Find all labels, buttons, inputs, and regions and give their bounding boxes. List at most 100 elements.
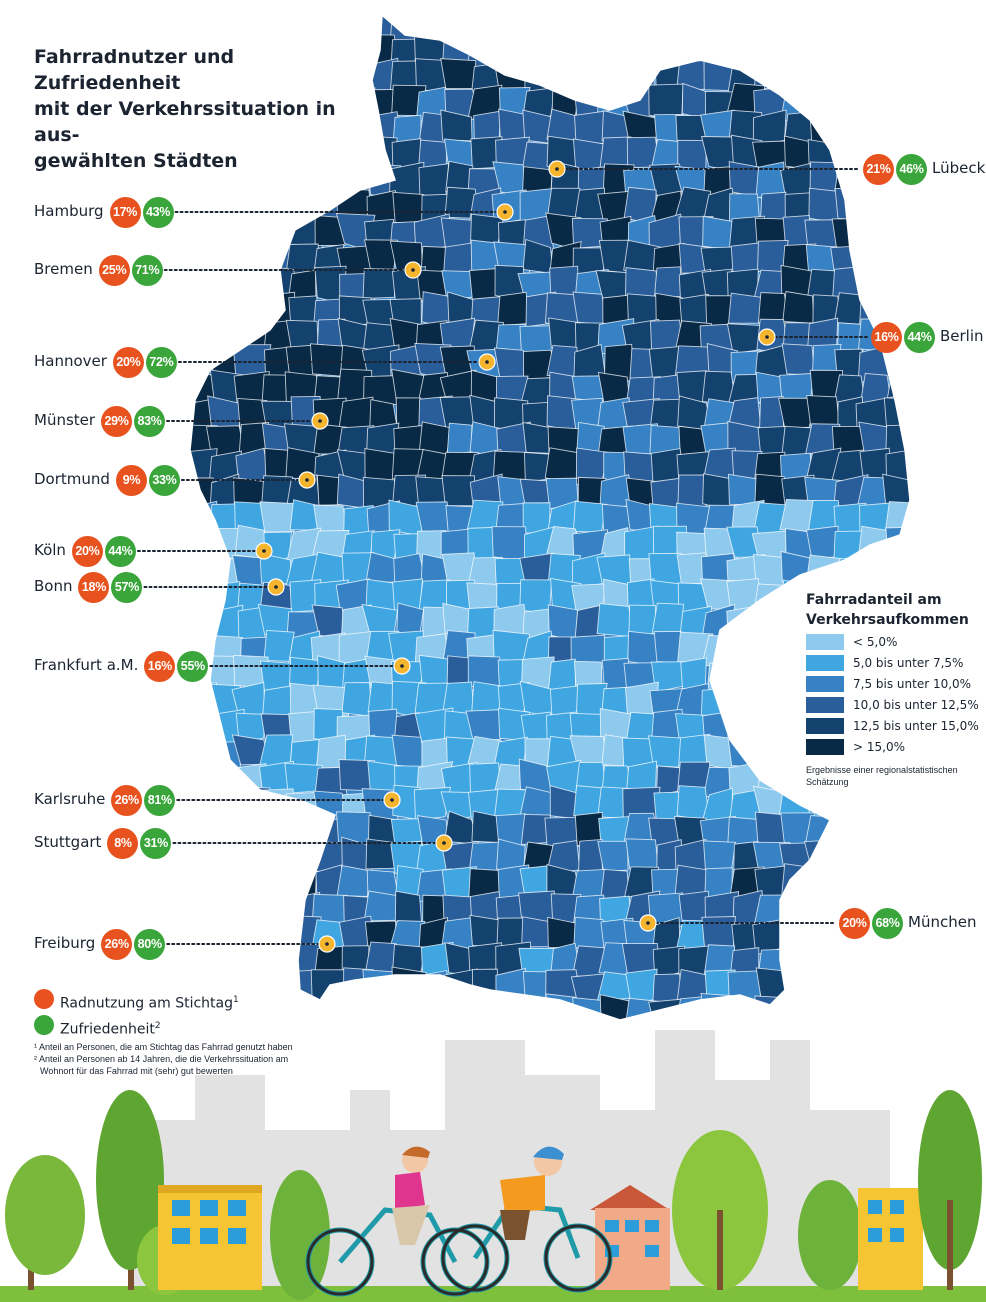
district-region bbox=[391, 734, 427, 769]
district-region bbox=[758, 657, 788, 689]
district-region bbox=[781, 920, 814, 953]
district-region bbox=[596, 33, 636, 65]
district-region bbox=[392, 191, 425, 224]
district-region bbox=[495, 967, 528, 1006]
usage-badge: 26% bbox=[111, 785, 143, 816]
district-region bbox=[837, 865, 867, 902]
district-region bbox=[336, 865, 371, 897]
satisfaction-badge: 31% bbox=[140, 828, 172, 859]
usage-badge: 20% bbox=[71, 536, 103, 567]
district-region bbox=[806, 34, 842, 66]
district-region bbox=[260, 190, 293, 226]
key-satisfaction-label: Zufriedenheit bbox=[60, 1021, 155, 1038]
district-region bbox=[234, 245, 268, 280]
district-region bbox=[858, 188, 895, 220]
city-name: Berlin bbox=[940, 327, 984, 345]
district-region bbox=[781, 343, 816, 376]
district-region bbox=[207, 214, 244, 250]
district-region bbox=[911, 786, 945, 824]
district-region bbox=[211, 291, 245, 324]
district-region bbox=[190, 578, 217, 612]
district-region bbox=[730, 708, 765, 741]
district-region bbox=[856, 944, 895, 980]
district-region bbox=[807, 918, 842, 954]
district-region bbox=[883, 968, 910, 1007]
district-region bbox=[190, 941, 220, 976]
city-name: Frankfurt a.M. bbox=[34, 656, 139, 674]
district-region bbox=[206, 811, 245, 851]
district-region bbox=[572, 15, 606, 39]
district-region bbox=[830, 136, 864, 171]
district-region bbox=[626, 15, 660, 40]
district-region bbox=[312, 15, 349, 41]
district-region bbox=[808, 864, 838, 904]
usage-badge: 18% bbox=[78, 572, 110, 603]
legend-label: 5,0 bis unter 7,5% bbox=[853, 656, 964, 670]
district-region bbox=[862, 996, 895, 1020]
city-marker-center bbox=[400, 664, 404, 668]
district-region bbox=[209, 270, 246, 304]
district-region bbox=[886, 840, 910, 872]
usage-badge: 29% bbox=[101, 406, 133, 437]
district-region bbox=[625, 838, 659, 871]
district-region bbox=[805, 554, 842, 586]
district-region bbox=[831, 34, 867, 70]
district-region bbox=[362, 135, 398, 169]
legend-swatch bbox=[806, 655, 844, 671]
district-region bbox=[497, 31, 529, 71]
district-region bbox=[395, 397, 422, 429]
city-marker-center bbox=[646, 921, 650, 925]
district-region bbox=[239, 993, 272, 1020]
district-region bbox=[862, 240, 894, 277]
district-region bbox=[258, 15, 294, 42]
district-region bbox=[726, 34, 760, 67]
city-name: Bonn bbox=[34, 577, 73, 595]
district-region bbox=[857, 788, 893, 820]
legend-label: 7,5 bis unter 10,0% bbox=[853, 677, 972, 691]
district-region bbox=[232, 944, 267, 976]
district-region bbox=[857, 111, 896, 148]
usage-badge: 8% bbox=[107, 828, 139, 859]
district-region bbox=[887, 219, 910, 251]
district-region bbox=[909, 866, 910, 899]
district-region bbox=[260, 995, 297, 1020]
district-region bbox=[190, 318, 219, 356]
district-region bbox=[783, 945, 815, 977]
city-name: Münster bbox=[34, 411, 96, 429]
district-region bbox=[702, 840, 737, 872]
district-region bbox=[445, 15, 475, 43]
district-region bbox=[883, 397, 910, 429]
district-region bbox=[908, 30, 910, 63]
district-region bbox=[758, 634, 789, 666]
city-name: Hamburg bbox=[34, 202, 104, 220]
district-region bbox=[833, 82, 868, 116]
district-region bbox=[832, 993, 867, 1020]
legend-swatch bbox=[806, 676, 844, 692]
district-region bbox=[857, 88, 890, 123]
city-name: Stuttgart bbox=[34, 833, 102, 851]
district-region bbox=[806, 62, 844, 97]
district-region bbox=[233, 786, 271, 824]
district-region bbox=[755, 608, 791, 641]
district-region bbox=[727, 373, 764, 406]
page-title: Fahrradnutzer und Zufriedenheit mit der … bbox=[34, 44, 364, 174]
district-region bbox=[596, 58, 635, 96]
district-region bbox=[784, 15, 816, 44]
city-marker-center bbox=[765, 335, 769, 339]
district-region bbox=[883, 15, 910, 38]
district-region bbox=[730, 15, 764, 46]
district-region bbox=[622, 31, 657, 64]
district-region bbox=[857, 840, 888, 877]
satisfaction-badge: 44% bbox=[104, 536, 136, 567]
city-marker-center bbox=[262, 549, 266, 553]
district-region bbox=[207, 941, 242, 980]
footnote: Wohnort für das Fahrrad mit (sehr) gut b… bbox=[40, 1066, 233, 1076]
district-region bbox=[914, 454, 946, 484]
district-region bbox=[889, 191, 910, 225]
city-name: Karlsruhe bbox=[34, 790, 106, 808]
district-region bbox=[911, 424, 946, 457]
district-region bbox=[390, 993, 425, 1020]
satisfaction-badge: 46% bbox=[896, 154, 927, 185]
district-region bbox=[234, 919, 270, 951]
